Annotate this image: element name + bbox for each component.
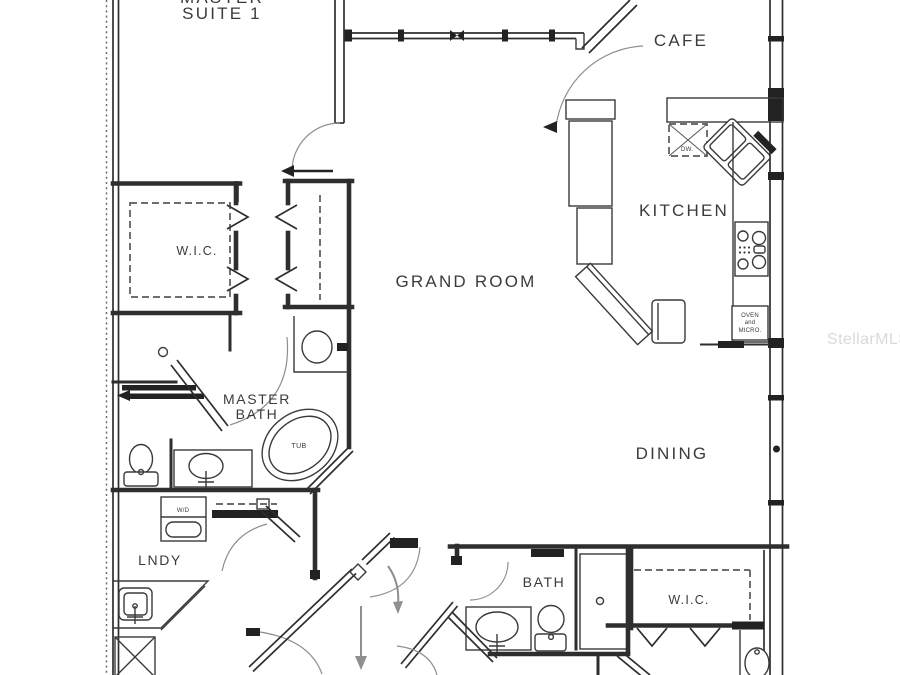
bath2-vanity [465, 606, 532, 654]
top-window-wall [344, 29, 585, 50]
entry-door-arc [555, 45, 644, 128]
master-vanity [173, 449, 253, 489]
laundry-counter [113, 580, 210, 631]
bath-door-header [531, 549, 564, 557]
bar-stool [651, 299, 686, 344]
entry-diagonal-wall [581, 0, 638, 54]
door-swing-arrow [387, 565, 400, 605]
label-tub: TUB [291, 443, 306, 450]
bath2-shower [574, 548, 629, 651]
laundry-door-arc [221, 523, 268, 572]
master-suite-door-arc [291, 122, 341, 172]
washer-dryer [160, 496, 207, 542]
mechanical-closet [114, 636, 156, 675]
watermark: StellarMLS [827, 331, 900, 348]
master-suite-door-arrow [281, 165, 294, 177]
hall-closet-door [212, 510, 278, 518]
label-master-bath-1: MASTER [223, 391, 291, 407]
bath-2 [447, 543, 790, 675]
kitchen-block [565, 97, 784, 348]
cooktop [734, 221, 769, 277]
closet-door-leaf [274, 204, 298, 230]
bath2-toilet [534, 604, 567, 652]
master-wic-block [110, 178, 355, 450]
pocket-door-panel [130, 393, 204, 399]
shower-drain [157, 346, 169, 358]
label-grand-room: GRAND ROOM [396, 272, 537, 291]
label-oven-3: MICRO. [739, 328, 762, 334]
label-master-suite-1: MASTER [180, 0, 264, 7]
room-labels: MASTER SUITE 1 CAFE KITCHEN GRAND ROOM D… [138, 0, 761, 607]
bath3-toilet [744, 647, 770, 675]
label-dishwasher: DW. [681, 147, 693, 153]
hall-door-arc [369, 546, 421, 598]
window-mullion-dot [773, 445, 780, 453]
breakfast-bar [574, 262, 686, 346]
label-wic-master: W.I.C. [176, 244, 217, 258]
label-oven-1: OVEN [741, 313, 759, 319]
kitchen-island [565, 99, 616, 265]
pocket-door-panel [122, 385, 196, 391]
entry-door-arrow [543, 121, 557, 133]
wic2-bifold-door [689, 627, 721, 648]
wic-door-leaf [226, 266, 250, 292]
label-bath-2: BATH [523, 574, 566, 590]
dishwasher [668, 123, 708, 157]
kitchen-sink [703, 118, 777, 186]
master-bath [110, 311, 354, 495]
kitchen-counter [666, 97, 784, 123]
master-bath-door-arc [229, 336, 289, 426]
wall-notch [349, 563, 367, 581]
pocket-door-arrow [117, 390, 130, 401]
label-wic-2: W.I.C. [668, 593, 709, 607]
wic-2-block [605, 545, 770, 675]
label-master-bath-2: BATH [236, 406, 279, 422]
label-cafe: CAFE [654, 31, 708, 50]
label-washer-dryer: W/D [177, 508, 190, 514]
oven-micro [731, 305, 769, 341]
label-laundry: LNDY [138, 552, 182, 568]
wic-door-leaf [226, 204, 250, 230]
label-oven-2: and [745, 320, 756, 326]
master-toilet [123, 443, 159, 487]
laundry [113, 487, 323, 675]
center-hall [248, 498, 459, 675]
hall-door-arc-2 [396, 645, 438, 675]
wic-shelving-dashed [129, 202, 231, 298]
label-master-suite-2: SUITE 1 [182, 4, 262, 23]
label-dining: DINING [636, 444, 709, 463]
bath-door-arc [469, 561, 509, 601]
wic2-bifold-door [636, 627, 668, 648]
label-kitchen: KITCHEN [639, 201, 729, 220]
wic2-shelving-dashed [634, 569, 751, 620]
bedroom2-door-arc [259, 631, 323, 675]
hall-door-header [390, 538, 418, 548]
exterior-walls [105, 0, 784, 675]
garden-tub [261, 408, 339, 482]
closet-door-leaf [274, 266, 298, 292]
master-vanity-2 [293, 316, 349, 373]
entry-door [543, 45, 644, 133]
master-suite [281, 0, 345, 177]
